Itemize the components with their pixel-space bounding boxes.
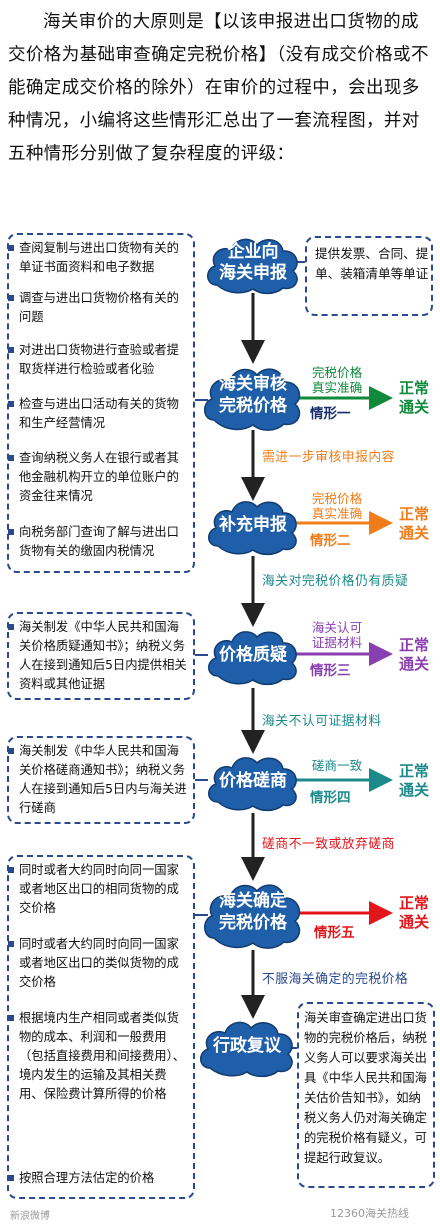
case2-label: 情形二 — [310, 533, 351, 549]
case2-outcome-line1: 正常 — [398, 505, 429, 523]
node-query-line1: 价格质疑 — [219, 645, 287, 665]
case2-condition: 完税价格 真实准确 — [302, 491, 372, 521]
watermark-bottom-right: 12360海关热线 — [330, 1207, 409, 1220]
case2-condition-line2: 真实准确 — [311, 506, 363, 521]
query-notice-text: 海关制发《中华人民共和国海关价格质疑通知书》；纳税义务人在接到通知后5日内提供相… — [8, 618, 187, 694]
method-item: 同时或者大约同时向同一国家或者地区出口的类似货物的成交价格 — [8, 935, 187, 992]
case3-condition-line1: 海关认可 — [311, 620, 363, 635]
node-determine-line1: 海关确定 — [219, 891, 287, 911]
method-item: 根据境内生产相同或者类似货物的成本、利润和一般费用（包括直接费用和间接费用）、境… — [8, 1009, 187, 1104]
cloud-shape — [204, 368, 301, 431]
node-review: 海关审核 完税价格 — [200, 362, 306, 432]
case4-label: 情形四 — [310, 790, 351, 806]
case3-outcome-line2: 通关 — [398, 655, 429, 673]
case2-outcome: 正常 通关 — [392, 505, 436, 543]
node-query: 价格质疑 — [204, 626, 302, 686]
case3-outcome: 正常 通关 — [392, 636, 436, 674]
node-determine-line2: 完税价格 — [219, 913, 287, 933]
node-consult: 价格磋商 — [204, 752, 302, 812]
left-box-consult-notice: 海关制发《中华人民共和国海关价格磋商通知书》；纳税义务人在接到通知后5日内与海关… — [7, 736, 195, 824]
case4-condition: 磋商一致 — [302, 758, 372, 773]
transition-dispute: 不服海关确定的完税价格 — [262, 972, 409, 987]
intro-part2: （没有成交价格或不能确定成交价格的除外）在审价的过程中，会出现多种情况，小编将这… — [8, 45, 429, 164]
case1-condition: 完税价格 真实准确 — [302, 365, 372, 395]
cloud-shape — [208, 501, 297, 556]
node-reconsideration: 行政复议 — [196, 1016, 298, 1078]
case1-outcome-line1: 正常 — [398, 379, 429, 397]
measure-item: 调查与进出口货物价格有关的问题 — [8, 289, 187, 327]
node-review-line1: 海关审核 — [219, 374, 287, 394]
case1-outcome-line2: 通关 — [398, 398, 429, 416]
measure-item: 查阅复制与进出口货物有关的单证书面资料和电子数据 — [8, 239, 187, 277]
transition-consult-failed: 磋商不一致或放弃磋商 — [262, 837, 395, 852]
case1-outcome: 正常 通关 — [392, 379, 436, 417]
case1-label: 情形一 — [310, 406, 351, 422]
case5-outcome-line1: 正常 — [398, 894, 429, 912]
case4-outcome-line2: 通关 — [398, 781, 429, 799]
case4-outcome: 正常 通关 — [392, 762, 436, 800]
node-declare-line2: 海关申报 — [219, 263, 287, 283]
consult-notice-text: 海关制发《中华人民共和国海关价格磋商通知书》；纳税义务人在接到通知后5日内与海关… — [8, 742, 187, 818]
method-item: 同时或者大约同时向同一国家或者地区出口的相同货物的成交价格 — [8, 861, 187, 918]
case1-condition-line1: 完税价格 — [311, 365, 363, 380]
node-review-line2: 完税价格 — [219, 396, 287, 416]
left-box-review-measures: 查阅复制与进出口货物有关的单证书面资料和电子数据 调查与进出口货物价格有关的问题… — [7, 233, 195, 573]
case4-condition-line1: 磋商一致 — [311, 758, 363, 773]
case1-condition-line2: 真实准确 — [311, 380, 363, 395]
node-consult-line1: 价格磋商 — [219, 771, 287, 791]
transition-still-doubt: 海关对完税价格仍有质疑 — [262, 574, 409, 589]
method-item: 按照合理方法估定的价格 — [8, 1169, 187, 1188]
case5-outcome: 正常 通关 — [392, 894, 436, 932]
case5-label: 情形五 — [314, 925, 355, 941]
node-supplement: 补充申报 — [204, 496, 302, 556]
cloud-shape — [200, 1021, 293, 1078]
node-supplement-line1: 补充申报 — [219, 515, 287, 535]
cloud-shape — [207, 238, 298, 295]
documents-text: 提供发票、合同、提单、装箱清单等单证 — [315, 246, 429, 281]
case5-outcome-line2: 通关 — [398, 913, 429, 931]
case3-condition: 海关认可 证据材料 — [302, 620, 372, 650]
measure-item: 查询纳税义务人在银行或者其他金融机构开立的单位账户的资金往来情况 — [8, 449, 187, 506]
measure-item: 检查与进出口活动有关的货物和生产经营情况 — [8, 395, 187, 433]
cloud-shape — [208, 757, 297, 812]
left-box-query-notice: 海关制发《中华人民共和国海关价格质疑通知书》；纳税义务人在接到通知后5日内提供相… — [7, 612, 195, 700]
case2-outcome-line2: 通关 — [398, 524, 429, 542]
transition-evidence-rejected: 海关不认可证据材料 — [262, 714, 382, 729]
transition-further-review: 需进一步审核申报内容 — [262, 450, 395, 465]
case3-label: 情形三 — [310, 663, 351, 679]
right-box-reconsideration: 海关审查确定进出口货物的完税价格后，纳税义务人可以要求海关出具《中华人民共和国海… — [297, 1002, 435, 1188]
case2-condition-line1: 完税价格 — [311, 491, 363, 506]
node-determine: 海关确定 完税价格 — [200, 878, 306, 950]
case3-condition-line2: 证据材料 — [311, 635, 363, 650]
cloud-shape — [208, 631, 297, 686]
cloud-shape — [204, 884, 301, 949]
left-box-valuation-methods: 同时或者大约同时向同一国家或者地区出口的相同货物的成交价格 同时或者大约同时向同… — [7, 855, 195, 1199]
watermark-bottom-left: 新浪微博 — [10, 1211, 50, 1222]
node-reconsideration-line1: 行政复议 — [213, 1036, 281, 1056]
measure-item: 对进出口货物进行查验或者提取货样进行检验或者化验 — [8, 341, 187, 379]
intro-bracket: 【以该申报进出口货物的成交价格为基础审查确定完税价格】 — [8, 12, 419, 65]
node-declare: 企业向 海关申报 — [203, 233, 303, 295]
intro-part1: 海关审价的大原则是 — [43, 12, 205, 32]
right-box-documents: 提供发票、合同、提单、装箱清单等单证 — [305, 236, 433, 316]
node-declare-line1: 企业向 — [227, 242, 279, 262]
case4-outcome-line1: 正常 — [398, 762, 429, 780]
intro-paragraph: 海关审价的大原则是【以该申报进出口货物的成交价格为基础审查确定完税价格】（没有成… — [8, 6, 432, 171]
measure-item: 向税务部门查询了解与进出口货物有关的缴固内税情况 — [8, 523, 187, 561]
reconsideration-text: 海关审查确定进出口货物的完税价格后，纳税义务人可以要求海关出具《中华人民共和国海… — [304, 1011, 427, 1165]
case3-outcome-line1: 正常 — [398, 636, 429, 654]
